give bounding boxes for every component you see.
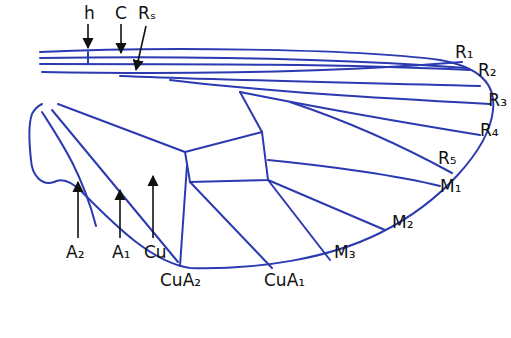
vein-label: h: [84, 5, 95, 22]
vein-label: Cu: [144, 244, 167, 261]
vein-label: Rₛ: [138, 5, 156, 22]
vein-label: CuA₂: [160, 272, 201, 289]
vein-label: M₂: [392, 214, 413, 231]
vein-label: M₃: [334, 244, 355, 261]
vein-label: M₁: [440, 178, 461, 195]
vein-label: R₄: [480, 122, 499, 139]
vein-label: C: [115, 5, 127, 22]
vein-label: R₂: [478, 62, 497, 79]
vein-label: CuA₁: [264, 272, 305, 289]
vein-label: A₁: [112, 244, 130, 261]
vein-label: R₅: [438, 150, 457, 167]
vein-label: R₃: [488, 92, 507, 109]
vein-label: A₂: [66, 244, 84, 261]
vein-label: R₁: [455, 44, 474, 61]
